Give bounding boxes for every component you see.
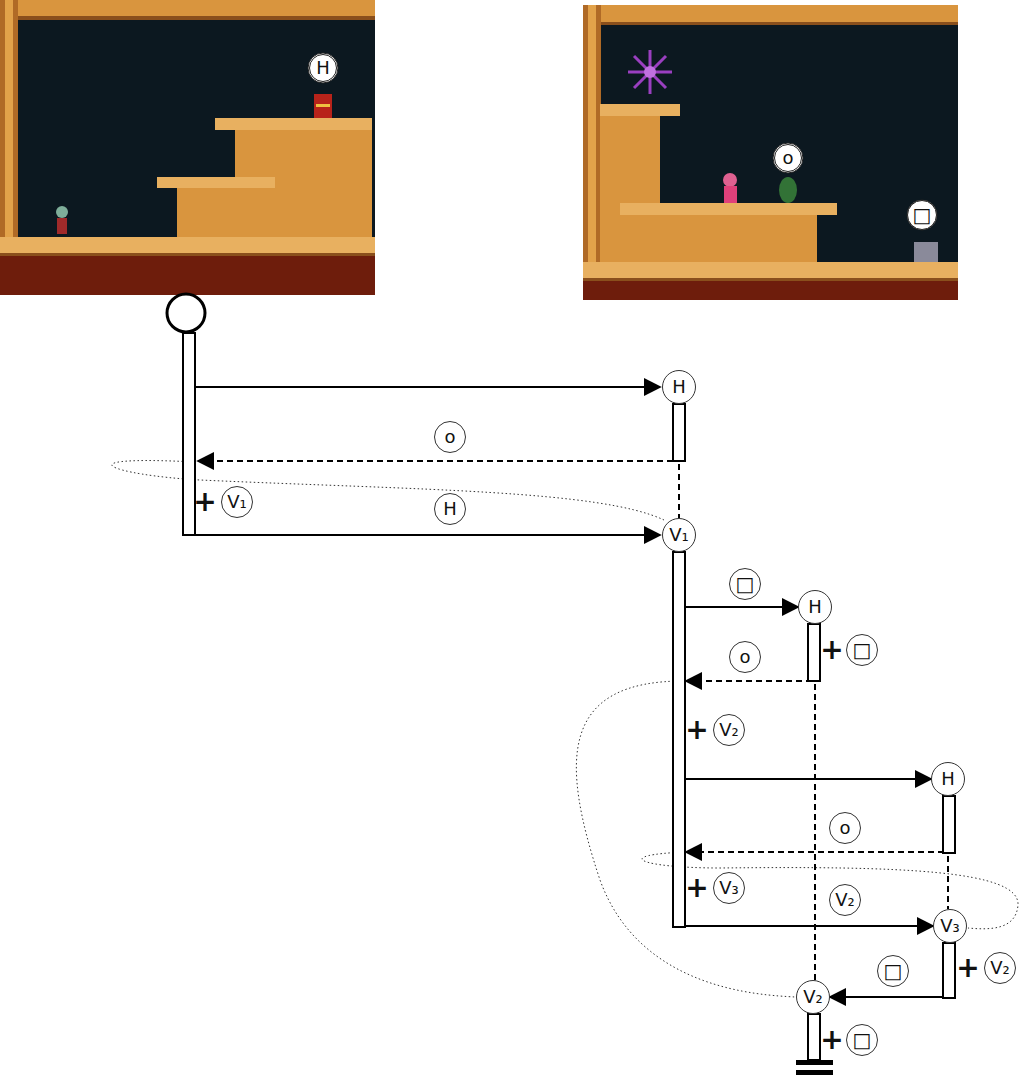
edge-label: o [829, 812, 861, 844]
screenshot-callout-text: □ [913, 205, 932, 225]
circled-label: V₂ [713, 714, 745, 746]
state-label: V₂ [803, 988, 823, 1006]
plus-sign: + [956, 954, 979, 982]
circled-label-text: □ [853, 1030, 872, 1050]
circled-label-text: H [443, 500, 457, 518]
state-circle: V₁ [662, 518, 696, 552]
circled-label: □ [846, 634, 878, 666]
plus-sign: + [685, 716, 708, 744]
edge-label-text: □ [884, 961, 903, 981]
screenshot-callout-text: o [782, 149, 793, 167]
state-circle: H [662, 370, 696, 404]
plus-sign: + [820, 1026, 843, 1054]
circled-label-text: □ [853, 640, 872, 660]
screenshot-callout: o [774, 144, 802, 172]
edge-label-text: □ [736, 574, 755, 594]
plus-sign: + [193, 488, 216, 516]
return-connector [686, 796, 948, 852]
state-label: H [941, 770, 955, 788]
state-circle: V₂ [796, 980, 830, 1014]
left-screenshot [0, 0, 375, 295]
circled-label-text: V₂ [719, 721, 739, 739]
circled-label-text: V₂ [990, 959, 1010, 977]
circled-label: V₃ [713, 872, 745, 904]
state-label: V₃ [940, 917, 960, 935]
state-circle: H [931, 762, 965, 796]
edge-label-text: o [739, 648, 750, 666]
flow-connector [679, 552, 931, 779]
circled-label: o [434, 421, 466, 453]
edge-label: □ [729, 568, 761, 600]
plus-sign: + [685, 874, 708, 902]
edge-label: o [729, 641, 761, 673]
circled-label-text: V₃ [719, 879, 739, 897]
circled-label: □ [846, 1024, 878, 1056]
dotted-curves [112, 461, 1018, 997]
flow-connector [830, 943, 950, 997]
screenshot-callout-text: H [316, 59, 330, 77]
edge-label: □ [877, 955, 909, 987]
edge-label-text: o [839, 819, 850, 837]
screenshot-callout: H [309, 54, 337, 82]
return-connector [686, 624, 815, 681]
state-label: H [672, 378, 686, 396]
circled-label-text: o [444, 428, 455, 446]
circled-label: H [434, 493, 466, 525]
circled-label-text: V₁ [227, 493, 247, 511]
circled-label: V₁ [221, 486, 253, 518]
state-label: V₁ [669, 526, 689, 544]
flow-connector [679, 552, 798, 607]
circled-label: V₂ [984, 952, 1016, 984]
state-circle: V₃ [933, 909, 967, 943]
start-arrows [195, 387, 673, 535]
edge-label-text: V₂ [835, 891, 855, 909]
state-label: H [808, 598, 822, 616]
plus-sign: + [820, 636, 843, 664]
flow-connector [679, 552, 933, 926]
state-circle: H [798, 590, 832, 624]
right-screenshot [583, 5, 958, 300]
screenshot-callout: □ [907, 200, 937, 230]
edge-label: V₂ [829, 884, 861, 916]
